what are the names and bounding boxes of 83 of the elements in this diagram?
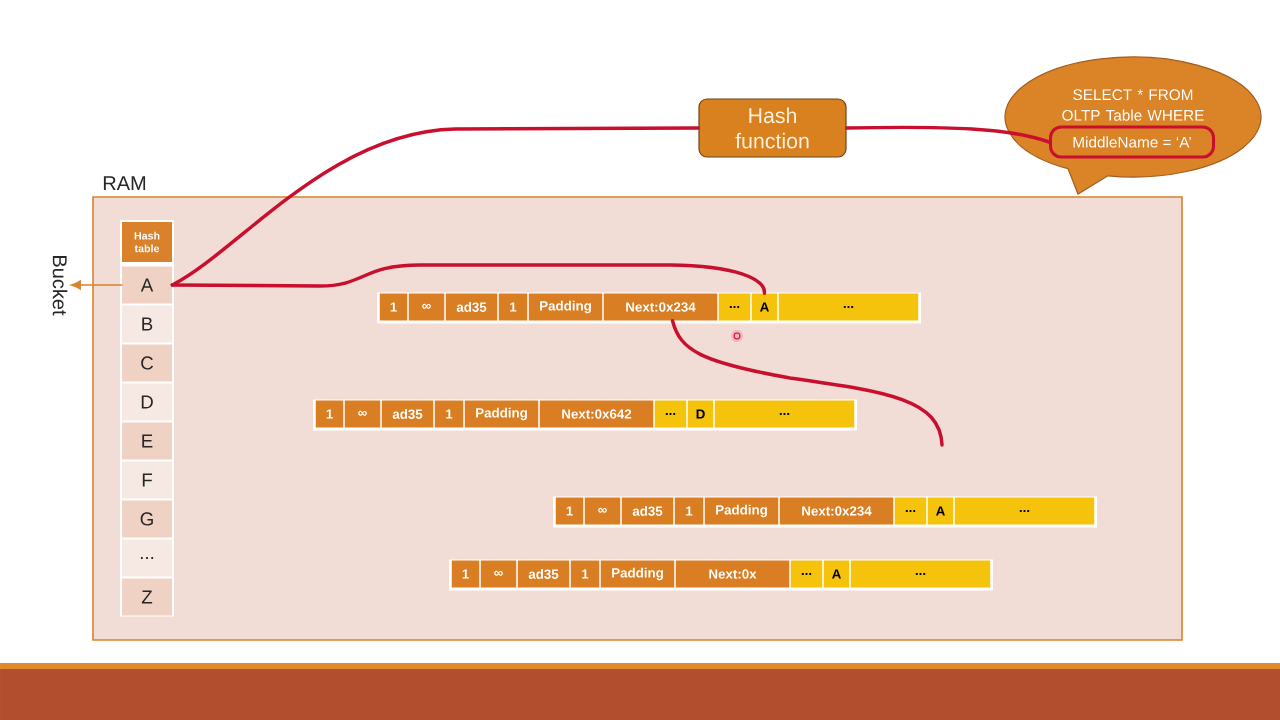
node-label: ...	[905, 510, 916, 512]
node-label: ...	[1019, 510, 1030, 512]
record-cell: A	[927, 497, 954, 525]
record-cell: 1	[555, 497, 584, 525]
record-cell: 1	[451, 560, 480, 588]
node-label: Padding	[540, 300, 591, 314]
node-label: Padding	[612, 567, 663, 581]
hash-table-cell: Z	[122, 578, 172, 616]
node-label: Next:0x234	[626, 302, 696, 312]
record-cell: A	[751, 293, 778, 321]
node-label: 1	[390, 302, 397, 312]
arrow	[70, 280, 123, 290]
node-label: Next:0x234	[802, 506, 872, 516]
record-cell: ∞	[344, 400, 381, 428]
node-label: 1	[446, 409, 453, 419]
record-cell: ...	[654, 400, 687, 428]
connector-line	[170, 263, 767, 295]
record-cell: ad35	[517, 560, 570, 588]
hash-table-cell: F	[122, 461, 172, 499]
record-cell: ...	[718, 293, 751, 321]
record-cell: Next:0x234	[603, 293, 718, 321]
node-label: ...	[729, 306, 740, 308]
record-cell: Next:0x	[675, 560, 790, 588]
hash-table-cell: D	[122, 383, 172, 421]
hash-table-cell: E	[122, 422, 172, 460]
node-label: 1	[582, 569, 589, 579]
record-cell: 1	[379, 293, 408, 321]
hash-table-cell: A	[122, 266, 172, 304]
record-cell: Next:0x234	[779, 497, 894, 525]
record-cell: ...	[790, 560, 823, 588]
side-label: Bucket	[52, 256, 68, 316]
node-label: ...	[779, 413, 790, 415]
record-cell: ∞	[480, 560, 517, 588]
record-cell: ...	[894, 497, 927, 525]
hash-table-cell: B	[122, 305, 172, 343]
circled-condition: MiddleName = ‘A’	[1049, 125, 1215, 159]
node-label: ad35	[456, 302, 487, 312]
node-label: Padding	[476, 407, 527, 421]
node-label: 1	[326, 409, 333, 419]
node-label: Next:0x	[709, 569, 757, 579]
node-label: D	[696, 409, 705, 419]
connector-line	[844, 125, 1051, 144]
connector-line	[170, 126, 701, 287]
node-label: Next:0x642	[562, 409, 632, 419]
node-label: ...	[801, 573, 812, 575]
node-label: A	[936, 506, 945, 516]
hash-table-cell: G	[122, 500, 172, 538]
record-cell: A	[823, 560, 850, 588]
node-label: 1	[686, 506, 693, 516]
record-cell: ∞	[584, 497, 621, 525]
record-cell: ad35	[621, 497, 674, 525]
record-cell: Next:0x642	[539, 400, 654, 428]
node-label: ∞	[422, 303, 431, 309]
node-label: ∞	[494, 570, 503, 576]
node-label: ...	[665, 413, 676, 415]
record-cell: D	[687, 400, 714, 428]
node-label: RAM	[103, 176, 146, 190]
node-label: ad35	[528, 569, 559, 579]
node-label: 1	[462, 569, 469, 579]
node-label: ad35	[392, 409, 423, 419]
table-header: Hash table	[122, 222, 172, 262]
node-label: ...	[915, 573, 926, 575]
node-label: ∞	[598, 507, 607, 513]
node-label: ...	[843, 306, 854, 308]
record-cell: ad35	[381, 400, 434, 428]
node-label: ∞	[358, 410, 367, 416]
record-cell: 1	[498, 293, 528, 321]
node-label: ad35	[632, 506, 663, 516]
function-box: Hash function	[698, 98, 847, 158]
node-label: 1	[510, 302, 517, 312]
node-label: A	[760, 302, 769, 312]
record-cell: 1	[570, 560, 600, 588]
hash-table-cell: C	[122, 344, 172, 382]
record-cell: ∞	[408, 293, 445, 321]
hash-table-cell: ...	[122, 539, 172, 577]
connector-line	[670, 319, 944, 447]
node-label: 1	[566, 506, 573, 516]
record-cell: ad35	[445, 293, 498, 321]
record-cell: 1	[674, 497, 704, 525]
node-label: Padding	[716, 504, 767, 518]
record-cell: 1	[434, 400, 464, 428]
node-label: A	[832, 569, 841, 579]
record-cell: 1	[315, 400, 344, 428]
